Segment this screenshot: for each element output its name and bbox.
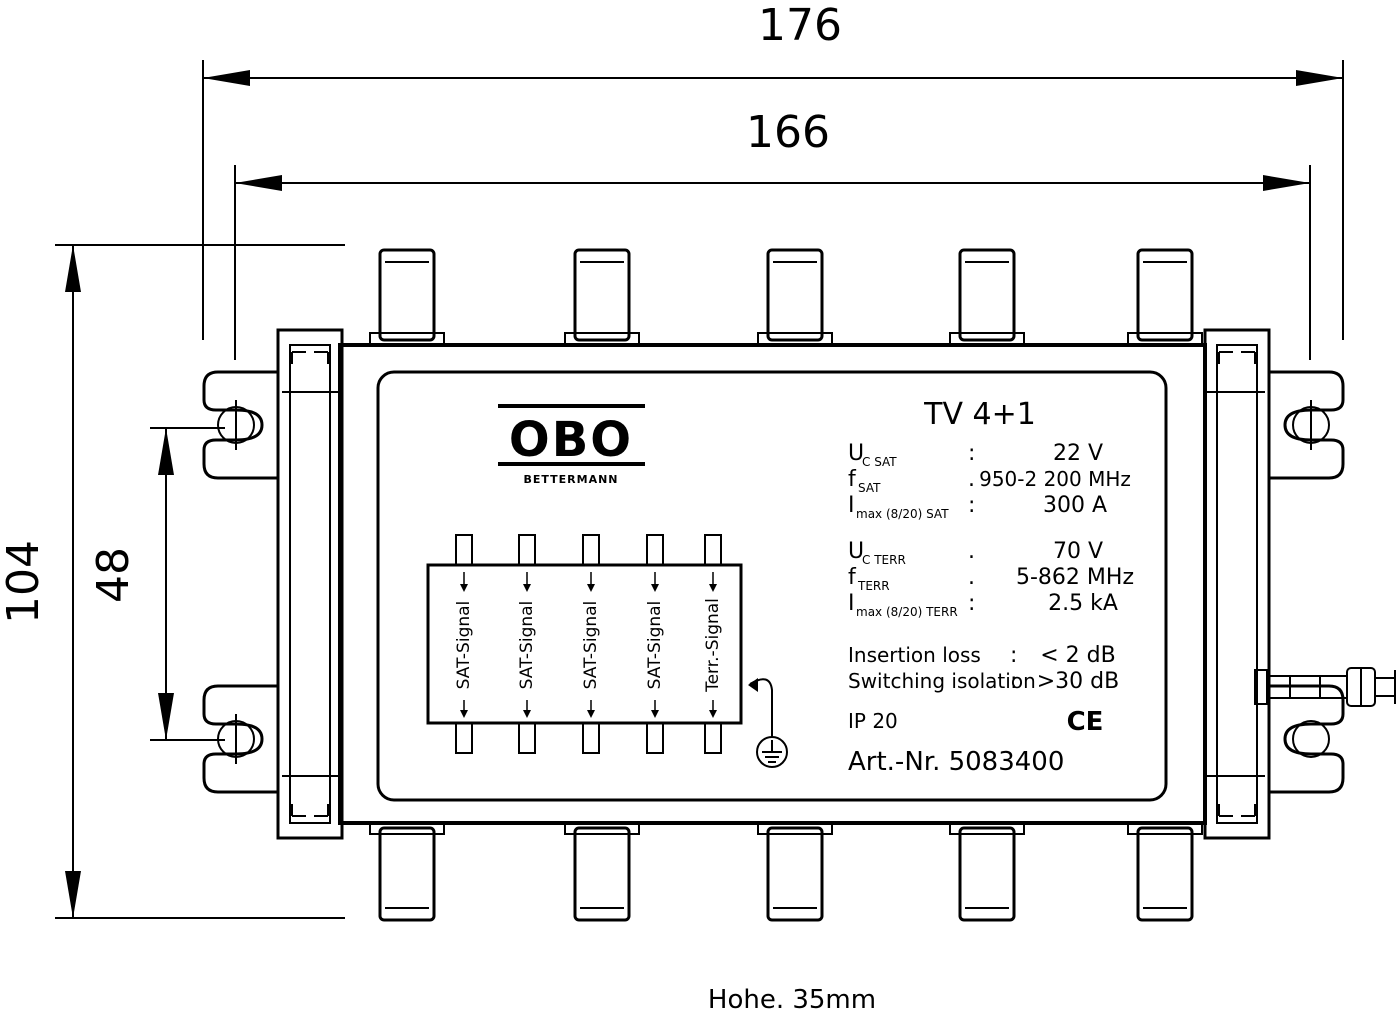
connector-top — [564, 248, 640, 346]
circuit-schematic: SAT-Signal SAT-Signal SAT-Signal SAT-Sig… — [426, 534, 788, 768]
spec-row: I max (8/20) SAT : 300 A — [848, 493, 1107, 521]
height-label: 104 — [0, 540, 49, 624]
spec-subscript: C TERR — [862, 553, 906, 567]
spec-subscript: SAT — [858, 481, 881, 495]
spec-value: 2.5 kA — [1048, 591, 1118, 616]
mounting-lug — [1269, 684, 1345, 794]
spec-row: U C SAT : 22 V — [848, 441, 1103, 469]
right-end-cap — [1203, 328, 1396, 840]
spec-subscript: max (8/20) SAT — [856, 507, 949, 521]
inner-width-label: 166 — [746, 107, 830, 158]
spec-row: I max (8/20) TERR : 2.5 kA — [848, 591, 1118, 619]
spec-symbol: U — [848, 539, 864, 564]
connector-bottom — [369, 821, 445, 922]
spec-row: U C TERR . 70 V — [848, 539, 1103, 567]
ip-rating: IP 20 — [848, 709, 898, 733]
channel-label: SAT-Signal — [454, 601, 474, 690]
spec-row: Insertion loss : < 2 dB — [848, 643, 1116, 668]
top-connectors — [369, 248, 1203, 346]
logo-text: OBO — [509, 412, 633, 468]
spec-value: 300 A — [1043, 493, 1107, 518]
connector-top — [1127, 248, 1203, 346]
channel: Terr.-Signal — [703, 534, 723, 754]
channel-label: Terr.-Signal — [703, 598, 723, 693]
spec-separator: . — [968, 467, 975, 492]
spec-subscript: C SAT — [862, 455, 897, 469]
dimension-inner-width: 166 — [234, 107, 1311, 360]
spec-separator: : — [1010, 669, 1017, 694]
spec-subscript: TERR — [857, 579, 890, 593]
channel-label: SAT-Signal — [517, 601, 537, 690]
channel: SAT-Signal — [517, 534, 537, 754]
spec-subscript: max (8/20) TERR — [856, 605, 958, 619]
spec-symbol: I — [848, 493, 855, 518]
ground-stud — [1254, 667, 1396, 707]
dimension-mount-spacing: 48 — [88, 427, 225, 741]
mounting-lug — [202, 684, 278, 794]
channel: SAT-Signal — [454, 534, 474, 754]
spec-separator: : — [1010, 643, 1017, 668]
other-specs: Insertion loss : < 2 dB Switching isolat… — [848, 643, 1119, 694]
mounting-lug — [1269, 370, 1345, 480]
spec-row: f TERR . 5-862 MHz — [848, 565, 1134, 593]
spec-value: < 2 dB — [1040, 643, 1115, 668]
spec-separator: : — [968, 493, 975, 518]
sat-specs: U C SAT : 22 V f SAT . 950-2 200 MHz I m… — [848, 441, 1131, 521]
logo-subtext: BETTERMANN — [523, 473, 618, 486]
spec-separator: : — [968, 591, 975, 616]
model-name: TV 4+1 — [923, 397, 1036, 432]
ce-mark: CE — [1067, 707, 1104, 737]
spec-symbol: f — [848, 565, 857, 590]
spec-value: 70 V — [1053, 539, 1103, 564]
spec-row: f SAT . 950-2 200 MHz — [848, 467, 1131, 495]
spec-separator: : — [968, 441, 975, 466]
connector-bottom — [757, 821, 833, 922]
spec-row: Switching isolation : >30 dB — [848, 669, 1119, 694]
spec-symbol: U — [848, 441, 864, 466]
connector-bottom — [564, 821, 640, 922]
dimension-overall-width: 176 — [202, 0, 1344, 340]
spec-value: >30 dB — [1037, 669, 1119, 694]
spec-value: 950-2 200 MHz — [979, 467, 1131, 491]
spec-separator: . — [968, 539, 975, 564]
mounting-lug — [202, 370, 278, 480]
channel: SAT-Signal — [645, 534, 665, 754]
spec-value: 5-862 MHz — [1016, 565, 1134, 590]
channel: SAT-Signal — [581, 534, 601, 754]
channel-label: SAT-Signal — [645, 601, 665, 690]
left-end-cap — [202, 328, 344, 840]
connector-bottom — [1127, 821, 1203, 922]
dimension-height: 104 — [0, 244, 345, 919]
channel-label: SAT-Signal — [581, 601, 601, 690]
bottom-connectors — [369, 821, 1203, 922]
overall-width-label: 176 — [758, 0, 842, 51]
depth-note: Hohe. 35mm — [708, 985, 876, 1013]
connector-top — [757, 248, 833, 346]
article-number: Art.-Nr. 5083400 — [848, 747, 1064, 777]
spec-symbol: I — [848, 591, 855, 616]
spec-symbol: f — [848, 467, 857, 492]
connector-top — [369, 248, 445, 346]
connector-top — [949, 248, 1025, 346]
spec-separator: . — [968, 565, 975, 590]
spec-value: 22 V — [1053, 441, 1103, 466]
connector-bottom — [949, 821, 1025, 922]
obo-logo: OBO BETTERMANN — [498, 404, 645, 486]
spec-label: Insertion loss — [848, 643, 981, 667]
ground-connection — [748, 678, 788, 768]
spec-label: Switching isolation — [848, 669, 1036, 693]
terr-specs: U C TERR . 70 V f TERR . 5-862 MHz I max… — [848, 539, 1134, 619]
mount-spacing-label: 48 — [88, 547, 139, 603]
